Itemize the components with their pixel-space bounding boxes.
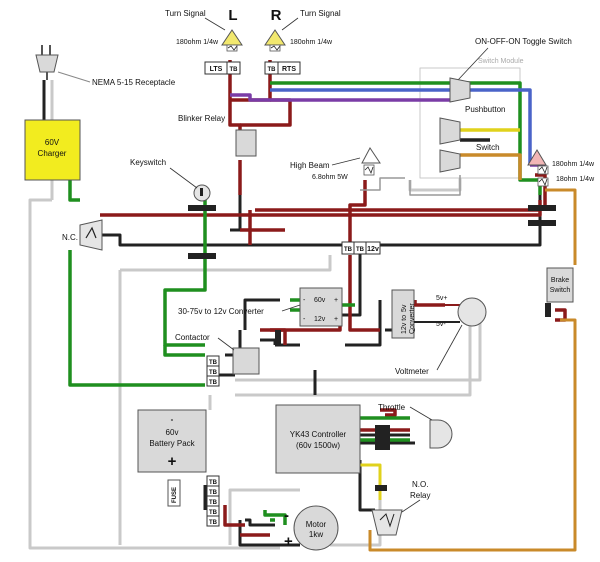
- motor-minus: -: [284, 507, 289, 524]
- conv-minus-bottom: -: [303, 316, 306, 323]
- controller-label-top: YK43 Controller: [290, 430, 347, 439]
- charger-box: [24, 119, 81, 181]
- motor: [293, 505, 339, 551]
- five-v-conv-label-c: Converter: [409, 303, 416, 334]
- tb-label: TB: [209, 380, 218, 386]
- pushbutton-switch: [439, 117, 461, 145]
- no-relay: [371, 509, 403, 536]
- five-v-plus-label: 5v+: [436, 295, 447, 302]
- right-turn-signal-lamp: [264, 29, 286, 52]
- motor-label-bottom: 1kw: [309, 530, 323, 539]
- battery-label-bottom: Battery Pack: [149, 439, 195, 448]
- controller-label-bottom: (60v 1500w): [296, 441, 340, 450]
- no-relay-label-top: N.O.: [412, 480, 428, 489]
- battery-plus: +: [168, 453, 177, 470]
- keyswitch-label: Keyswitch: [130, 158, 166, 167]
- five-v-minus-label: 5v-: [436, 321, 446, 328]
- bar-connectors: [188, 205, 556, 491]
- nc-switch: [79, 219, 103, 251]
- conv-12v: 12v: [314, 316, 326, 323]
- voltmeter-label: Voltmeter: [395, 367, 429, 376]
- charger-label-bottom: Charger: [38, 149, 67, 158]
- tb-label: TB: [209, 500, 218, 506]
- throttle: [429, 419, 453, 449]
- twelve-v-label: 12v: [367, 246, 379, 253]
- blinker-relay: [235, 129, 257, 157]
- res-left-label: 180ohm 1/4w: [176, 39, 219, 46]
- high-beam-lamp: [361, 147, 381, 176]
- switch-module-label: Switch Module: [478, 58, 524, 65]
- main-converter-label: 30-75v to 12v Converter: [178, 307, 264, 316]
- fuse-label: FUSE: [172, 487, 178, 503]
- tb-label: TB: [209, 360, 218, 366]
- res-tail-2-label: 18ohm 1/4w: [556, 176, 595, 183]
- tb-label: TB: [209, 490, 218, 496]
- voltmeter: [457, 297, 487, 327]
- brake-switch: [546, 267, 574, 303]
- tb-label: TB: [209, 520, 218, 526]
- main-converter: [299, 287, 343, 327]
- dashed-wires: [360, 175, 461, 196]
- battery-pack: [137, 409, 207, 473]
- tb-label: TB: [356, 247, 365, 253]
- brake-label-top: Brake: [551, 277, 569, 284]
- nema-label: NEMA 5-15 Receptacle: [92, 78, 176, 87]
- five-v-conv-label-a: 12v to: [401, 315, 408, 334]
- rts-label: RTS: [282, 66, 296, 73]
- tb-12v-strip: [341, 241, 381, 255]
- toggle-switch: [449, 77, 471, 103]
- nc-label: N.C.: [62, 233, 78, 242]
- lts-label: LTS: [210, 66, 223, 73]
- res-right-label: 180ohm 1/4w: [290, 39, 333, 46]
- tb-label: TB: [344, 247, 353, 253]
- charger-label-top: 60V: [45, 138, 60, 147]
- nema-plug: [35, 45, 91, 83]
- tb-battery-strip: [206, 475, 220, 527]
- high-beam-label: High Beam: [290, 161, 330, 170]
- conv-plus-bottom: +: [334, 316, 338, 323]
- toggle-label: ON-OFF-ON Toggle Switch: [475, 37, 572, 46]
- letter-left: L: [228, 7, 237, 24]
- letter-right: R: [271, 7, 282, 24]
- turn-signal-left-label: Turn Signal: [165, 9, 206, 18]
- fuse: [167, 479, 181, 507]
- tb-label: TB: [209, 510, 218, 516]
- brake-label-bottom: Switch: [550, 287, 571, 294]
- conv-plus-top: +: [334, 297, 338, 304]
- five-v-conv-label-b: 5v: [401, 304, 408, 312]
- contactor-label: Contactor: [175, 333, 210, 342]
- contactor: [232, 347, 260, 375]
- rocker-switch: [439, 149, 461, 173]
- left-turn-signal-lamp: [221, 29, 243, 52]
- tb-label: TB: [209, 370, 218, 376]
- turn-signal-terminals: [204, 61, 301, 75]
- battery-label-top: 60v: [166, 428, 179, 437]
- tb-label: TB: [268, 67, 277, 73]
- tb-contactor-strip: [206, 355, 220, 387]
- battery-minus: -: [171, 415, 174, 424]
- motor-controller: [275, 404, 361, 474]
- tb-label: TB: [230, 67, 239, 73]
- pushbutton-label: Pushbutton: [465, 105, 505, 114]
- conv-60v: 60v: [314, 297, 326, 304]
- conv-minus-top: -: [303, 297, 306, 304]
- tb-label: TB: [209, 480, 218, 486]
- res-tail-1-label: 180ohm 1/4w: [552, 161, 595, 168]
- tail-lamp: [527, 149, 549, 187]
- res-high-beam-label: 6.8ohm 5W: [312, 174, 348, 181]
- switch-label: Switch: [476, 143, 500, 152]
- signal-wires: [230, 88, 545, 180]
- throttle-label: Throttle: [378, 403, 406, 412]
- blinker-label: Blinker Relay: [178, 114, 225, 123]
- motor-plus: +: [284, 533, 293, 550]
- turn-signal-right-label: Turn Signal: [300, 9, 341, 18]
- motor-label-top: Motor: [306, 520, 327, 529]
- no-relay-label-bottom: Relay: [410, 491, 430, 500]
- five-v-converter: [391, 289, 415, 339]
